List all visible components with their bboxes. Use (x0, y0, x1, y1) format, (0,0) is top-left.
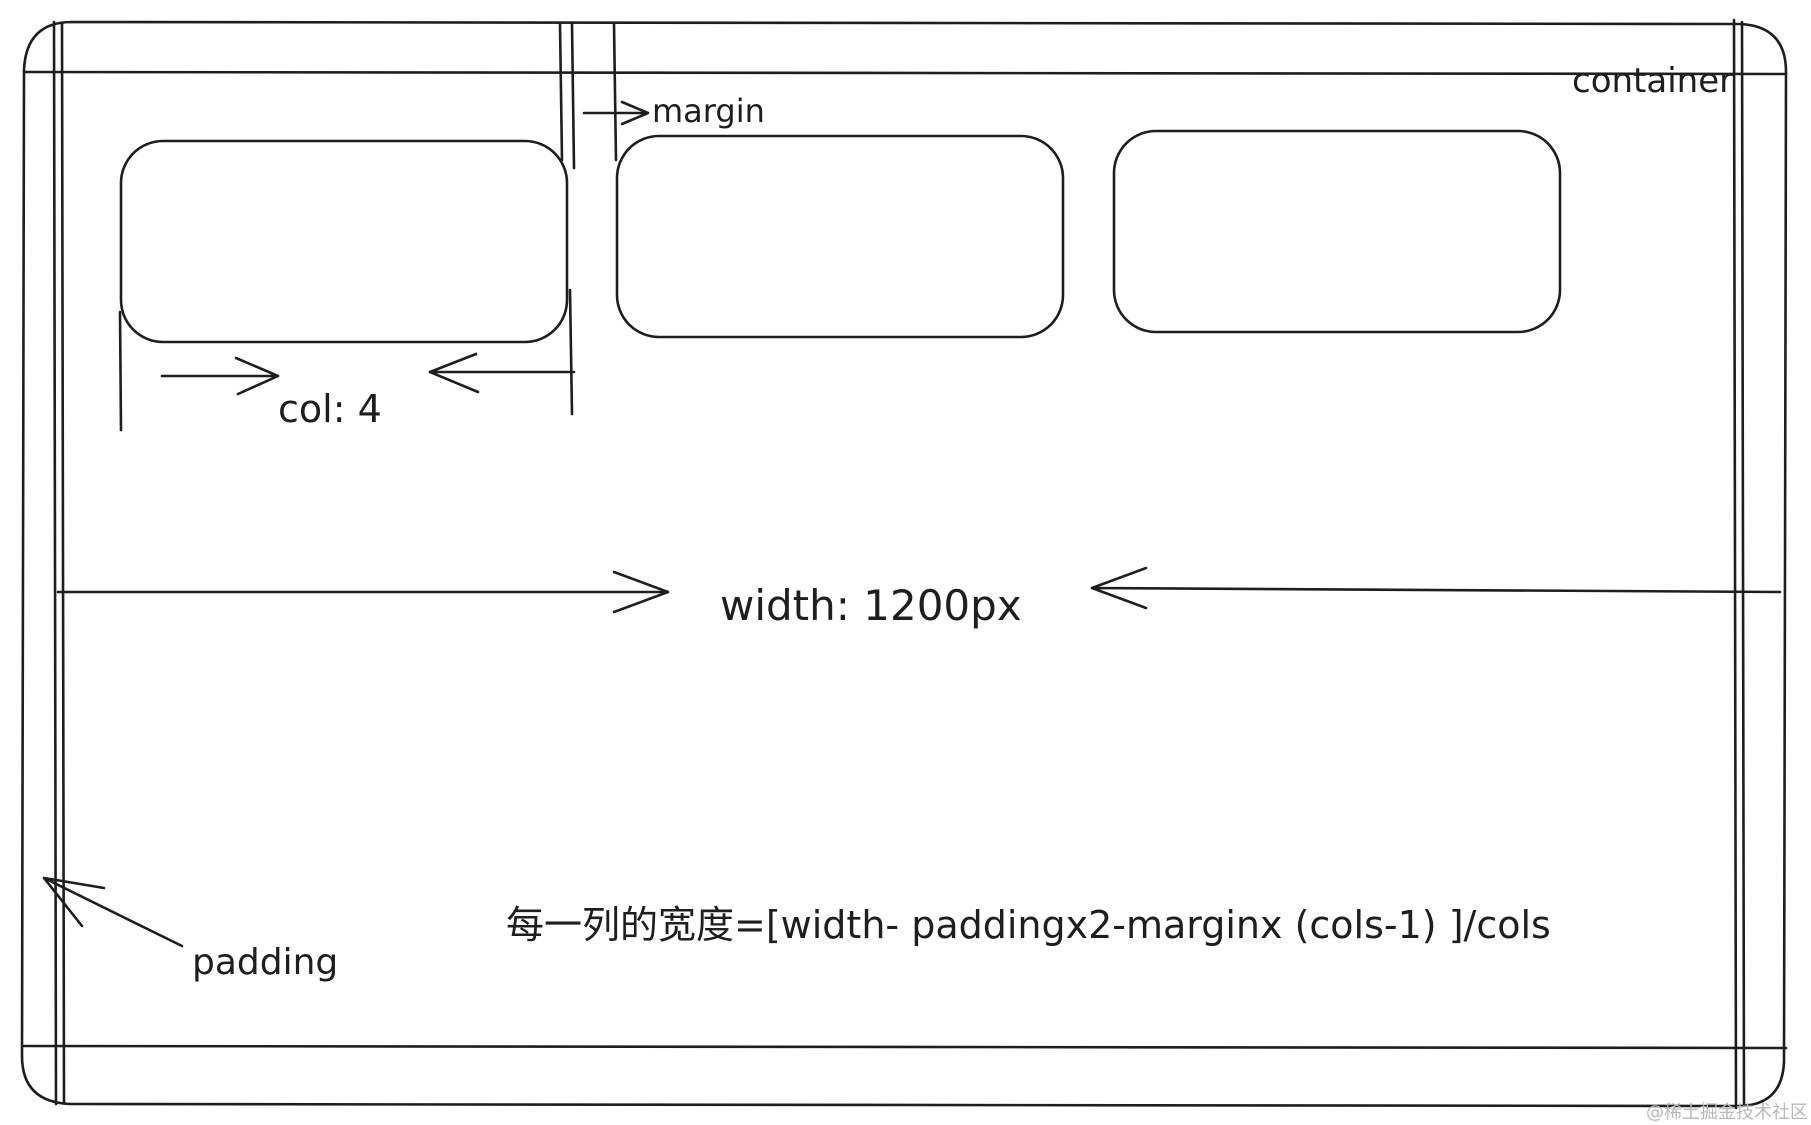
width-arrow-right (1090, 566, 1782, 610)
formula-label: 每一列的宽度=[width- paddingx2-marginx (cols-1… (506, 903, 1551, 947)
margin-guide-right (612, 22, 618, 162)
col-arrow-right (428, 352, 576, 394)
padding-left-line-inner (60, 22, 66, 1104)
container-label: container (1572, 61, 1733, 101)
padding-arrow (42, 876, 184, 948)
container-bottom-line (22, 1044, 1788, 1050)
column-1-box (119, 139, 569, 344)
margin-guide-left (558, 22, 564, 162)
col-arrow-left (160, 356, 280, 396)
padding-right-line-outer (1732, 18, 1738, 1110)
margin-arrow (582, 100, 650, 126)
padding-label: padding (192, 942, 338, 983)
col-label: col: 4 (278, 387, 382, 431)
col-span-left-tick (118, 310, 123, 432)
width-arrow-left (56, 570, 670, 614)
padding-left-line-outer (52, 20, 58, 1106)
col-span-right-tick (568, 288, 574, 416)
margin-guide-mid (570, 22, 576, 170)
container-border (20, 20, 1788, 1108)
column-2-box (615, 134, 1065, 339)
padding-right-line-inner (1740, 20, 1746, 1106)
column-3-box (1112, 129, 1562, 334)
margin-label: margin (652, 92, 765, 130)
container-top-line (22, 70, 1788, 76)
watermark: @稀土掘金技术社区 (1646, 1102, 1808, 1123)
width-label: width: 1200px (720, 581, 1022, 630)
